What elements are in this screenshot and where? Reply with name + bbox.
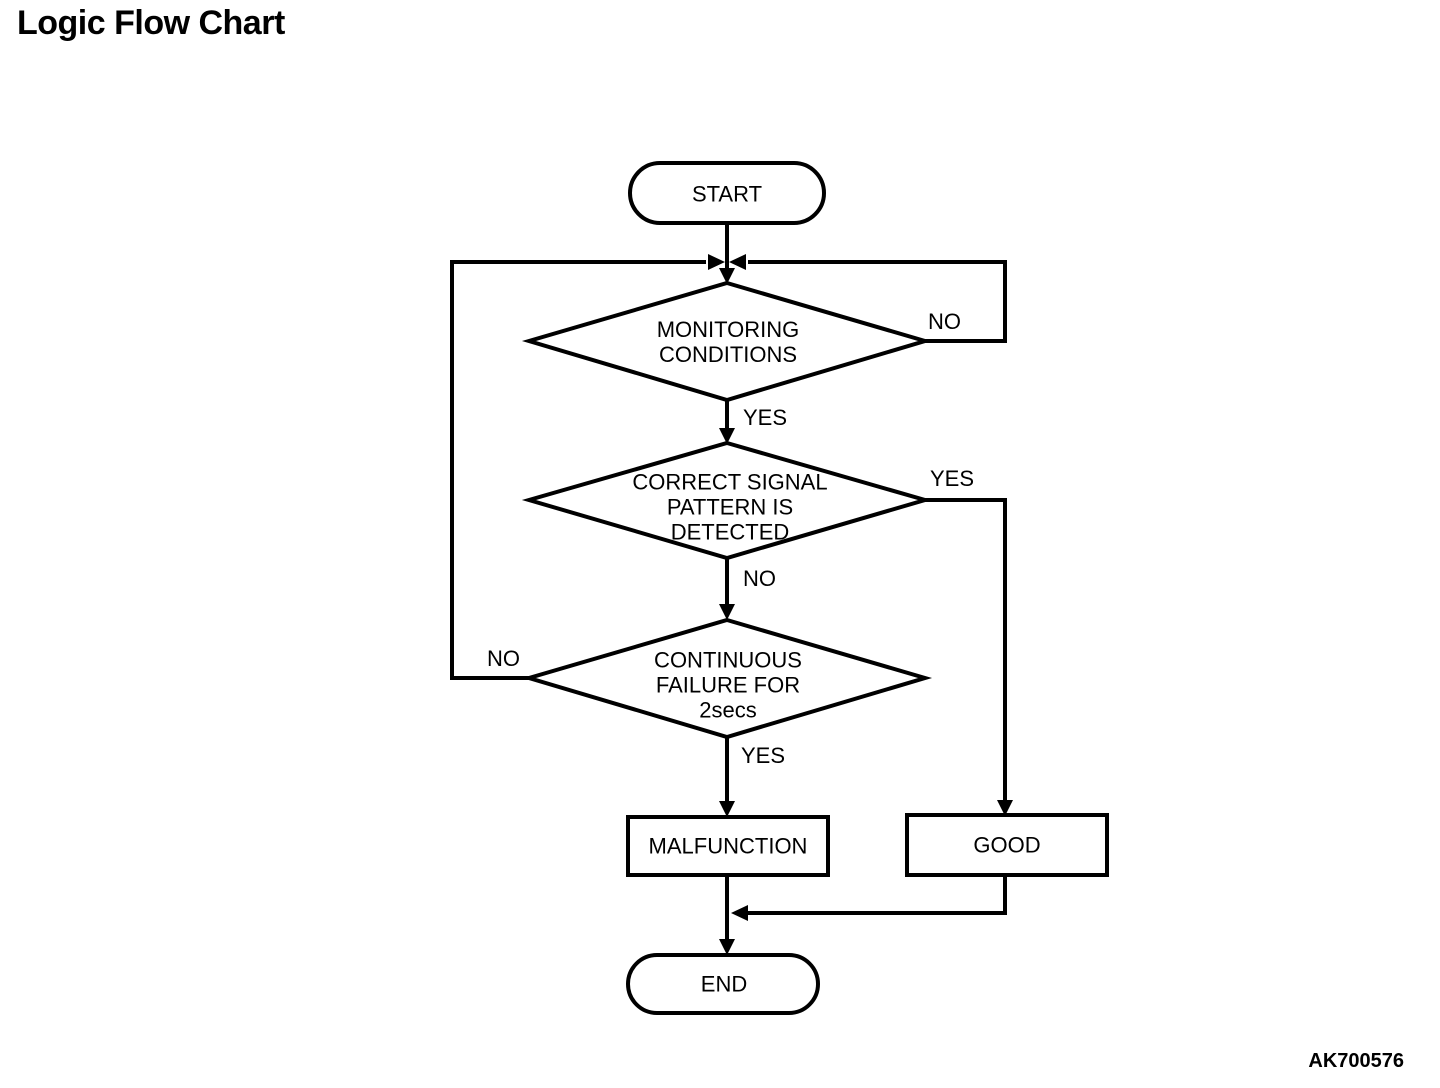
edge-failure-no-loop bbox=[450, 260, 706, 680]
failure-node-label: CONTINUOUS FAILURE FOR 2secs bbox=[654, 647, 802, 723]
arrowhead-into-signal-icon bbox=[719, 428, 735, 444]
edge-good-to-merge bbox=[745, 875, 1007, 915]
good-process-shape bbox=[905, 813, 1109, 877]
arrowhead-merge-left-icon bbox=[731, 905, 748, 921]
malfunction-process-shape bbox=[626, 815, 830, 877]
edge-label-signal-yes: YES bbox=[930, 466, 975, 491]
edge-label-monitoring-yes: YES bbox=[743, 405, 788, 430]
edge-label-failure-no: NO bbox=[487, 646, 520, 671]
page-title: Logic Flow Chart bbox=[17, 4, 285, 42]
arrowhead-into-good-icon bbox=[997, 800, 1013, 816]
arrowhead-into-failure-icon bbox=[719, 604, 735, 620]
figure-code: AK700576 bbox=[1308, 1050, 1404, 1072]
edge-signal-yes-to-good bbox=[925, 498, 1007, 802]
arrowhead-into-malfunction-icon bbox=[719, 801, 735, 817]
monitoring-decision-shape bbox=[521, 280, 933, 403]
monitoring-node-label: MONITORING CONDITIONS bbox=[656, 317, 800, 367]
arrowhead-into-end-icon bbox=[719, 939, 735, 955]
signal-decision-shape bbox=[521, 440, 933, 561]
end-node-label: END bbox=[700, 971, 748, 997]
start-node-label: START bbox=[691, 181, 763, 207]
malfunction-node-label: MALFUNCTION bbox=[648, 833, 808, 859]
arrowhead-into-monitoring-icon bbox=[719, 268, 735, 284]
end-terminator-shape bbox=[626, 953, 820, 1015]
edge-label-failure-yes: YES bbox=[741, 743, 786, 768]
edge-monitoring-no-loop bbox=[748, 260, 1007, 343]
edge-label-monitoring-no: NO bbox=[928, 309, 961, 334]
failure-decision-shape bbox=[521, 617, 933, 740]
arrowhead-junction-left-icon bbox=[708, 254, 725, 270]
start-terminator-shape bbox=[628, 161, 826, 225]
signal-node-label: CORRECT SIGNAL PATTERN IS DETECTED bbox=[632, 469, 828, 545]
edge-label-signal-no: NO bbox=[743, 566, 776, 591]
arrowhead-junction-right-icon bbox=[729, 254, 746, 270]
good-node-label: GOOD bbox=[973, 832, 1041, 858]
